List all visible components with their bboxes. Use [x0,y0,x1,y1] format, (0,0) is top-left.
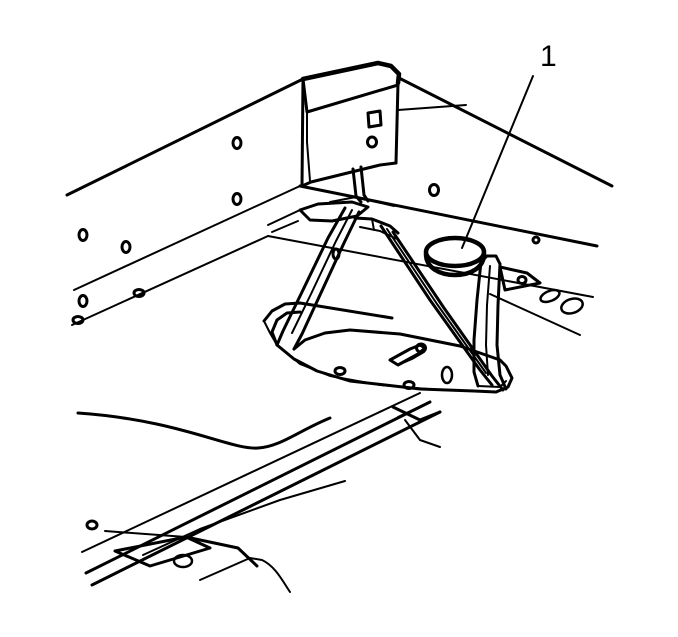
lower-bracket-hole [172,553,194,569]
bracket-left-leg-hole [331,247,341,261]
bracket-mount-lead-left-2 [271,220,299,233]
left-rail-web-lower-edge [73,185,301,291]
bracket-gusset-fold [371,218,375,231]
callout-1-leader-line [461,75,534,249]
crossmember-edge-top [81,392,421,553]
bracket-bottom-rail-left-curl [270,310,302,347]
bracket-right-leg-cap [479,254,502,266]
right-frame-rail [267,76,614,336]
bracket-gusset-top [353,216,400,235]
right-rail-bottom-flange [489,293,581,336]
lower-bracket-plate-edge [104,530,187,538]
bracket-right-leg-fold [485,265,491,376]
left-rail-hole-3 [77,228,89,242]
diagonal-crossmember-bar [76,392,442,593]
callout-1-label: 1 [540,40,557,73]
box-bracket-round-hole [366,135,378,149]
bracket-left-leg-outer [275,206,347,347]
left-rail-flange-edge [71,235,269,326]
left-rail-hole-5 [77,294,89,308]
left-frame-rail [65,77,305,326]
lower-rail-hole-a [85,519,99,531]
bracket-right-mount-hole [516,275,528,285]
left-rail-top-edge [65,77,305,197]
lower-bracket-plate-lip [199,557,291,593]
lower-bracket-plate-right [184,535,259,568]
plug-top-ellipse [423,235,487,269]
bracket-bottom-rail-left-end [263,320,278,346]
rear-panel-edge-a [397,401,431,418]
box-bracket-right-edge [394,81,400,165]
bracket-left-leg-inner [292,210,361,351]
bracket-diagonal-brace-lower [391,230,505,392]
box-bracket-left-edge [300,77,305,188]
bracket-right-leg-inner [495,262,508,391]
bracket-latch-fold [397,351,425,366]
box-bracket-inner-edge-b [306,141,311,182]
left-rail-hole-7 [132,288,146,298]
bracket-left-leg-center-fold [291,209,353,334]
lower-bracket-plate [113,535,212,568]
bracket-latch-hole [415,342,427,354]
bracket-tube-hole-2 [402,380,416,390]
left-rail-hole-2 [231,192,243,206]
left-rail-hole-1 [231,136,243,150]
right-rail-face-upper [298,184,599,248]
right-rail-slot-1 [539,288,561,304]
bracket-tube-hole-1 [333,366,347,376]
bracket-bottom-tube-fold [285,351,475,392]
bracket-bottom-tube-upper [292,328,502,362]
right-rail-top-edge [397,76,614,188]
crossmember-edge-lower [90,410,442,587]
bracket-bottom-tube-right-curl [472,358,514,394]
crossmember-far-edge [142,480,346,556]
left-rail-hole-6 [71,315,85,325]
bracket-bottom-tube-right-inner [477,380,507,388]
right-rail-hole-2 [531,235,541,245]
right-rail-slot-2 [560,297,584,315]
bracket-bottom-rail-top-left [262,301,394,323]
bracket-upper-mount-plate [298,200,370,223]
rear-panel-edge-c [404,419,441,448]
callout-1: 1 [461,40,557,249]
bracket-right-leg-outer [472,260,483,388]
left-rail-hole-4 [120,240,132,254]
triangular-support-bracket [262,200,542,394]
rear-panel-edge-b [391,405,442,422]
bracket-mount-lead-left [267,209,301,226]
bracket-tube-hole-3 [440,365,454,385]
right-rail-hole-1 [428,183,440,197]
box-bracket-square-hole [366,109,383,129]
box-bracket-bottom-face [300,161,398,188]
hose-or-cable-line [76,411,332,450]
bracket-diagonal-brace-upper [379,224,494,387]
bracket-right-mount-tab [498,265,542,292]
